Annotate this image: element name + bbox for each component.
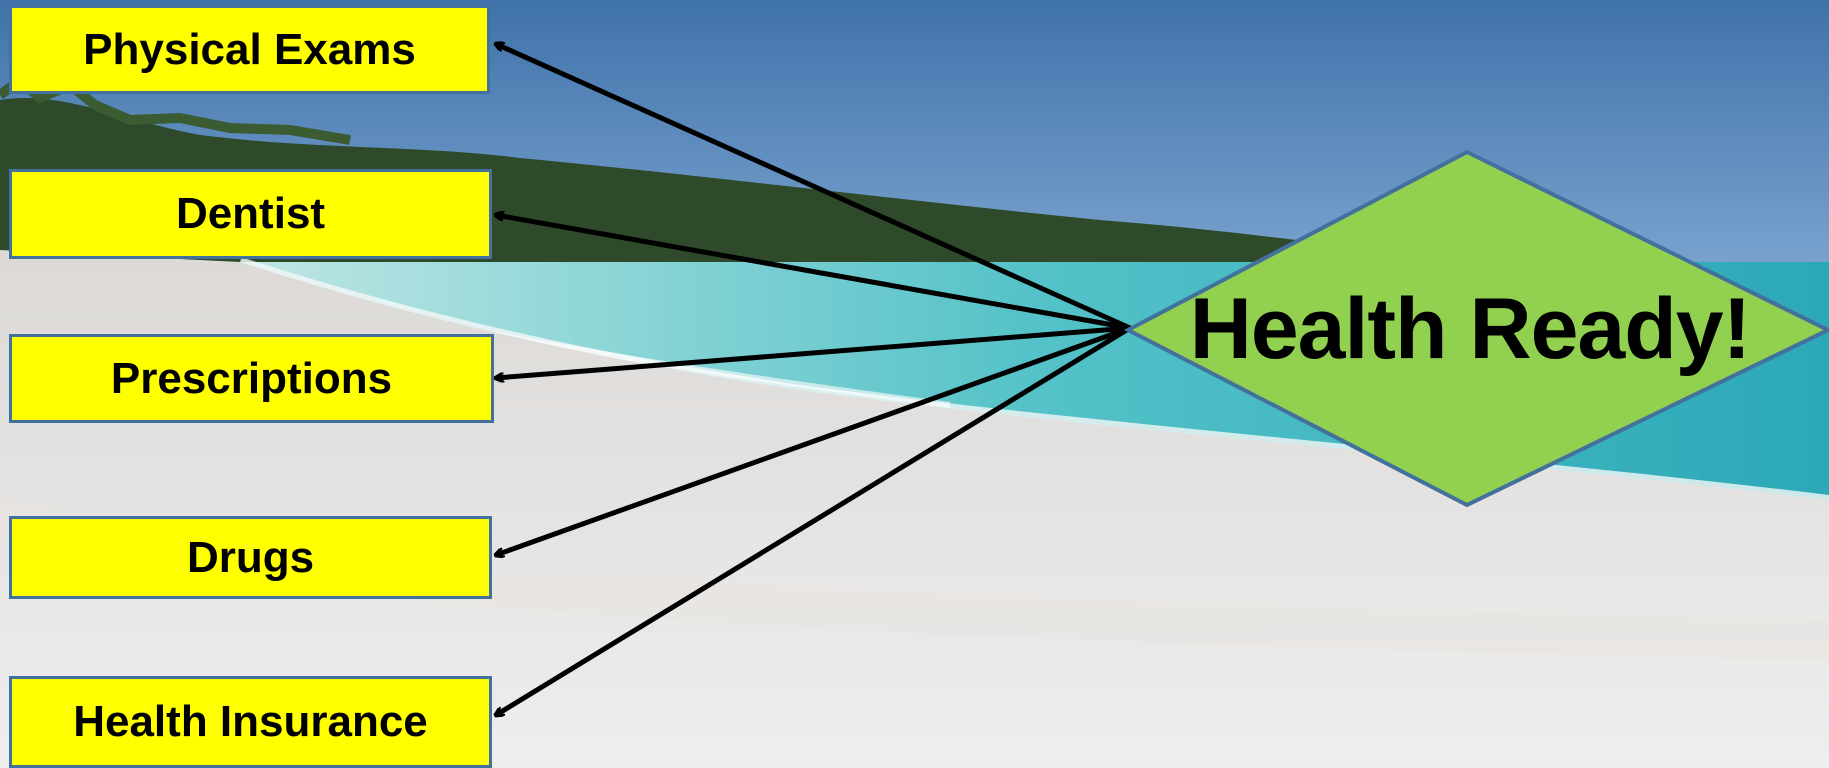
health-insurance-box: Health Insurance <box>9 676 492 768</box>
physical-exams-label: Physical Exams <box>83 25 416 75</box>
drugs-box: Drugs <box>9 516 492 599</box>
health-ready-label: Health Ready! <box>1130 279 1810 379</box>
dentist-box: Dentist <box>9 169 492 259</box>
prescriptions-box: Prescriptions <box>9 334 494 423</box>
health-insurance-label: Health Insurance <box>73 697 428 747</box>
dentist-label: Dentist <box>176 189 325 239</box>
physical-exams-box: Physical Exams <box>9 5 490 94</box>
drugs-label: Drugs <box>187 533 314 583</box>
prescriptions-label: Prescriptions <box>111 354 392 404</box>
